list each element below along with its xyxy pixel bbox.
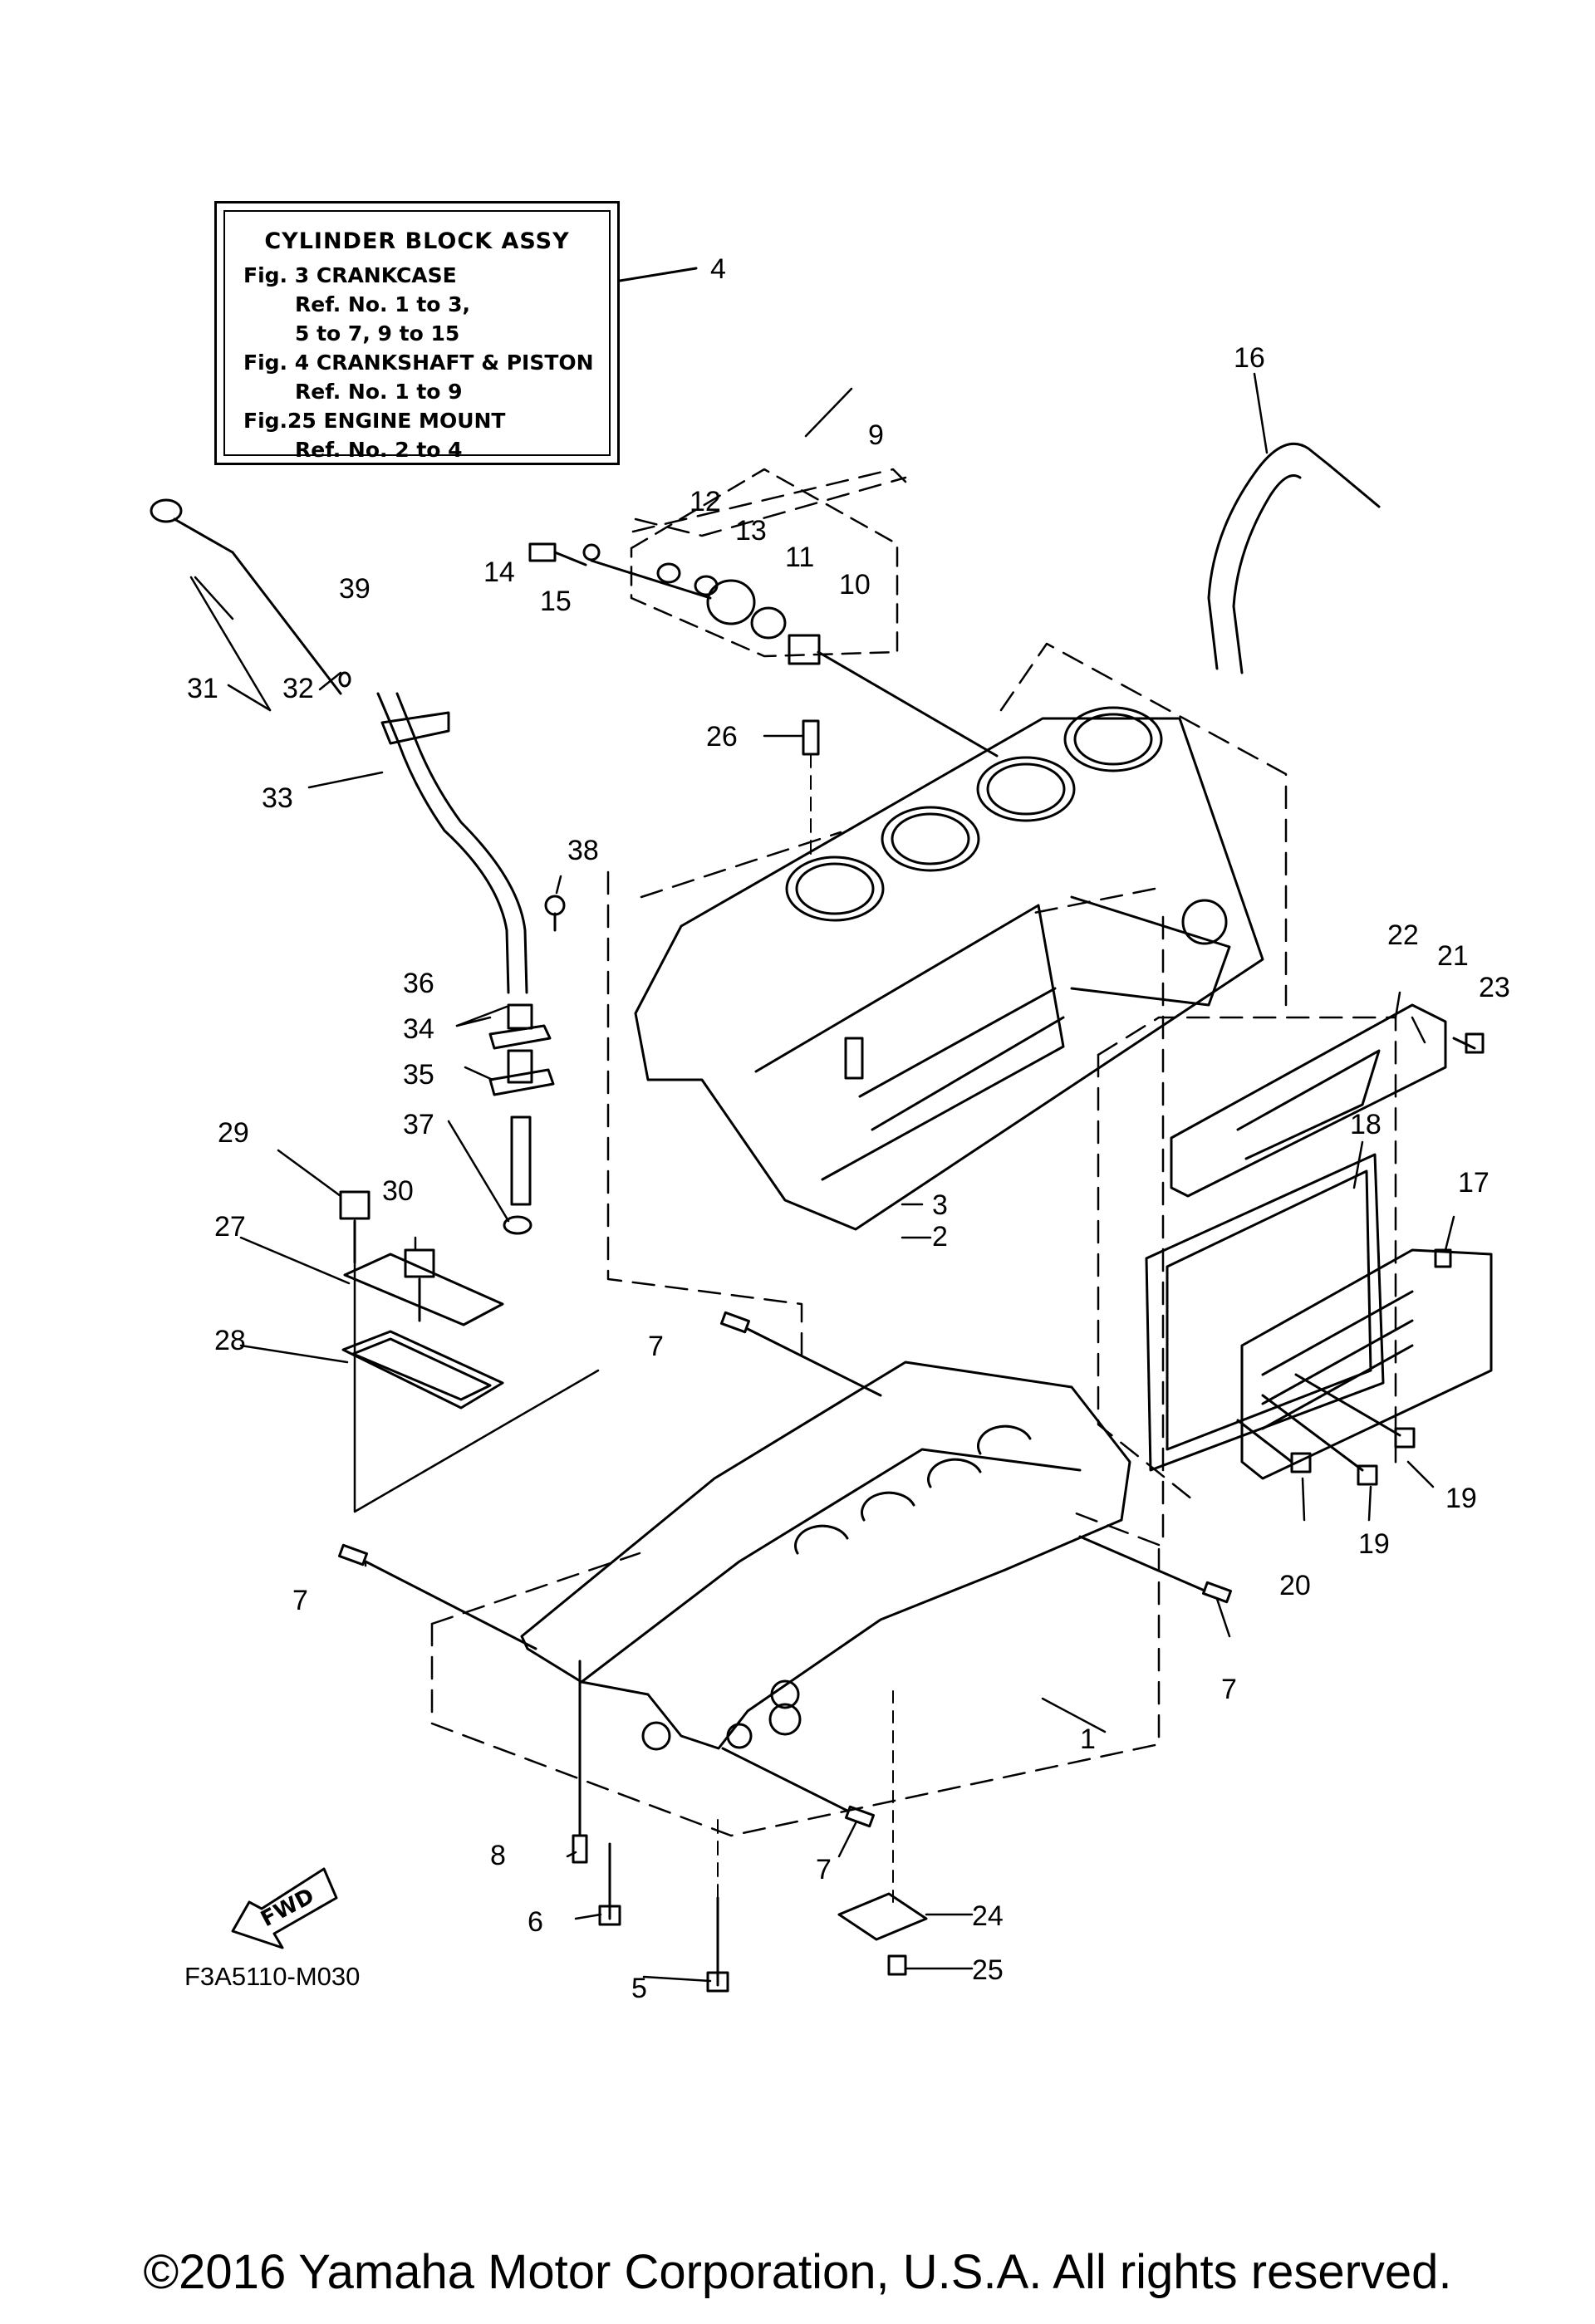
callout-22: 22: [1387, 919, 1419, 951]
cylinder-block-drawing: [634, 706, 1264, 1231]
callout-21: 21: [1437, 940, 1469, 972]
side-cover-drawing: [1145, 1003, 1493, 1480]
callout-36: 36: [403, 968, 434, 999]
callout-13: 13: [735, 515, 767, 547]
bracket-24-drawing: [837, 1892, 928, 1941]
legend-box: CYLINDER BLOCK ASSY Fig. 3 CRANKCASE Ref…: [214, 201, 620, 465]
cover-plate-drawing: [339, 1190, 600, 1513]
callout-26: 26: [706, 721, 738, 753]
callout-17: 17: [1458, 1167, 1489, 1199]
legend-line: Ref. No. 1 to 3,: [295, 292, 471, 316]
legend-line: Ref. No. 1 to 9: [295, 380, 463, 404]
legend-title: CYLINDER BLOCK ASSY: [264, 228, 570, 254]
crankcase-drawing: [520, 1361, 1131, 1751]
callout-23: 23: [1479, 972, 1510, 1003]
dipstick-tube-drawing: [150, 498, 566, 1235]
callout-34: 34: [403, 1013, 434, 1045]
bolt-23-drawing: [1452, 1037, 1476, 1050]
sensor-parts-drawing: [528, 468, 999, 758]
callout-20: 20: [1279, 1570, 1311, 1601]
callout-32: 32: [282, 673, 314, 704]
callout-24: 24: [972, 1900, 1004, 1932]
bolt-25-drawing: [887, 1954, 907, 1976]
legend-line: Ref. No. 2 to 4: [295, 438, 463, 462]
callout-39: 39: [339, 573, 371, 605]
leader-line: [618, 267, 698, 282]
bolt-19-drawing: [1357, 1464, 1378, 1486]
copyright-notice: ©2016 Yamaha Motor Corporation, U.S.A. A…: [143, 2245, 1452, 2299]
breather-hose-drawing: [1207, 442, 1381, 674]
callout-10: 10: [839, 569, 871, 601]
callout-7c: 7: [1221, 1674, 1237, 1705]
callout-7: 7: [292, 1585, 308, 1616]
legend-line: Fig.25 ENGINE MOUNT: [243, 409, 506, 433]
callout-12: 12: [690, 486, 721, 517]
callout-31: 31: [187, 673, 218, 704]
bolt-19b-drawing: [1394, 1427, 1416, 1449]
callout-labels: 1 2 3 4 5 6 7 8 9 10 11 12 13 14 15 16 1…: [187, 253, 1510, 2004]
callout-30: 30: [382, 1175, 414, 1207]
callout-8: 8: [490, 1840, 506, 1871]
callout-15: 15: [540, 586, 572, 617]
callout-7d: 7: [816, 1854, 832, 1885]
callout-11: 11: [785, 542, 814, 573]
legend-inner-frame: CYLINDER BLOCK ASSY Fig. 3 CRANKCASE Ref…: [223, 210, 611, 462]
callout-6: 6: [528, 1906, 543, 1938]
callout-1: 1: [1080, 1723, 1096, 1755]
callout-leaders: [189, 372, 1455, 1983]
callout-38: 38: [567, 835, 599, 866]
legend-line: Fig. 4 CRANKSHAFT & PISTON: [243, 351, 594, 375]
diagram-code: F3A5110-M030: [184, 1962, 361, 1991]
callout-29: 29: [218, 1117, 249, 1149]
callout-25: 25: [972, 1954, 1004, 1986]
callout-33: 33: [262, 782, 293, 814]
callout-3: 3: [932, 1189, 948, 1221]
callout-2: 2: [932, 1221, 948, 1253]
callout-16: 16: [1234, 342, 1265, 374]
callout-14: 14: [483, 556, 515, 588]
dashed-assembly-outline: [430, 468, 1397, 1837]
callout-37: 37: [403, 1109, 434, 1140]
legend-line: 5 to 7, 9 to 15: [295, 321, 460, 346]
legend-line: Fig. 3 CRANKCASE: [243, 263, 457, 287]
callout-5: 5: [631, 1973, 647, 2004]
callout-28: 28: [214, 1325, 246, 1356]
callout-19: 19: [1358, 1528, 1390, 1560]
callout-19b: 19: [1445, 1483, 1477, 1514]
pin-17-drawing: [1434, 1248, 1452, 1268]
callout-9: 9: [868, 419, 884, 451]
callout-35: 35: [403, 1059, 434, 1091]
callout-27: 27: [214, 1211, 246, 1243]
callout-7b: 7: [648, 1331, 664, 1362]
callout-18: 18: [1350, 1109, 1382, 1140]
bolts-pins-drawing: [338, 1311, 1232, 1993]
dowel-26-drawing: [802, 719, 820, 756]
fwd-arrow-icon: [231, 1867, 338, 1949]
callout-4: 4: [710, 253, 726, 285]
